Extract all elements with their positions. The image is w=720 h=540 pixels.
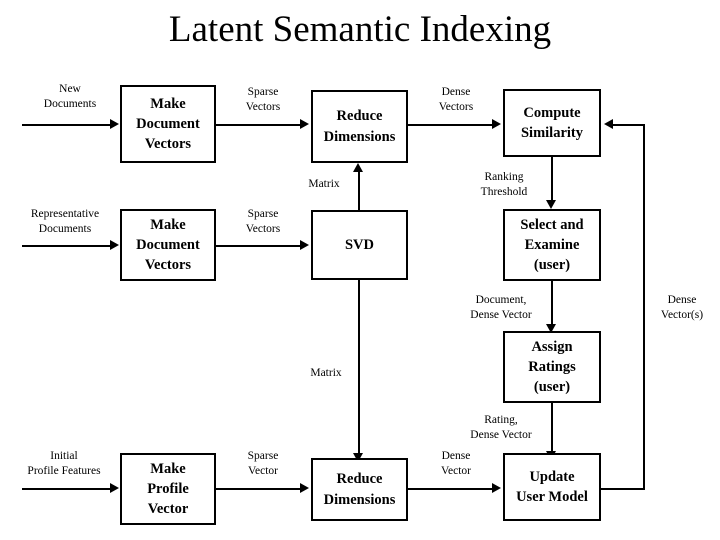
box-svd[interactable]: SVD: [311, 210, 408, 280]
edge-ranking-threshold-line: [551, 157, 553, 200]
edge-feedback-arrowhead: [604, 119, 613, 129]
edge-matrix-bottom-line: [358, 280, 360, 454]
edge-label-dense-vectors-top: Dense Vectors: [438, 86, 474, 113]
box-compute-similarity[interactable]: Compute Similarity: [503, 89, 601, 157]
edge-label-new-documents: New Documents: [43, 83, 97, 110]
box-assign-ratings[interactable]: Assign Ratings (user): [503, 331, 601, 403]
edge-initial-profile-features-arrowhead: [110, 483, 119, 493]
page-title: Latent Semantic Indexing: [168, 9, 552, 50]
edge-label-matrix-top: Matrix: [308, 178, 340, 190]
edge-label-dense-vectors-feedback: Dense Vector(s): [660, 294, 704, 321]
edge-label-representative-documents: Representative Documents: [30, 208, 100, 235]
edge-matrix-top-arrowhead: [353, 163, 363, 172]
edge-representative-documents-line: [22, 245, 112, 247]
edge-dense-vector-bottom-line: [408, 488, 494, 490]
box-reduce-dimensions-bottom[interactable]: Reduce Dimensions: [311, 458, 408, 521]
box-make-document-vectors-mid[interactable]: Make Document Vectors: [120, 209, 216, 281]
edge-dense-vectors-top-line: [408, 124, 494, 126]
edge-feedback-top-line: [613, 124, 645, 126]
edge-sparse-vector-bottom-arrowhead: [300, 483, 309, 493]
edge-representative-documents-arrowhead: [110, 240, 119, 250]
edge-document-dense-vector-arrowhead: [546, 324, 556, 333]
edge-label-sparse-vectors-mid: Sparse Vectors: [245, 208, 281, 235]
edge-label-rating-dense-vector: Rating, Dense Vector: [470, 414, 532, 441]
edge-dense-vector-bottom-arrowhead: [492, 483, 501, 493]
edge-label-ranking-threshold: Ranking Threshold: [480, 171, 528, 198]
edge-ranking-threshold-arrowhead: [546, 200, 556, 209]
edge-dense-vectors-top-arrowhead: [492, 119, 501, 129]
edge-label-matrix-bottom: Matrix: [310, 367, 342, 379]
box-update-user-model[interactable]: Update User Model: [503, 453, 601, 521]
edge-sparse-vectors-top-line: [216, 124, 302, 126]
edge-label-document-dense-vector: Document, Dense Vector: [470, 294, 532, 321]
edge-sparse-vectors-mid-line: [216, 245, 302, 247]
edge-label-dense-vector-bottom: Dense Vector: [440, 450, 471, 477]
edge-new-documents-line: [22, 124, 112, 126]
edge-rating-dense-vector-line: [551, 403, 553, 452]
edge-sparse-vector-bottom-line: [216, 488, 302, 490]
edge-sparse-vectors-mid-arrowhead: [300, 240, 309, 250]
box-reduce-dimensions-top[interactable]: Reduce Dimensions: [311, 90, 408, 163]
edge-document-dense-vector-line: [551, 281, 553, 325]
edge-matrix-top-line: [358, 172, 360, 210]
box-make-profile-vector[interactable]: Make Profile Vector: [120, 453, 216, 525]
edge-feedback-vertical-line: [643, 124, 645, 490]
edge-label-initial-profile-features: Initial Profile Features: [27, 450, 101, 477]
edge-initial-profile-features-line: [22, 488, 112, 490]
edge-feedback-bottom-line: [601, 488, 645, 490]
box-make-document-vectors-top[interactable]: Make Document Vectors: [120, 85, 216, 163]
edge-matrix-bottom-arrowhead: [353, 453, 363, 462]
edge-sparse-vectors-top-arrowhead: [300, 119, 309, 129]
edge-label-sparse-vector-bottom: Sparse Vector: [247, 450, 279, 477]
edge-new-documents-arrowhead: [110, 119, 119, 129]
box-select-and-examine[interactable]: Select and Examine (user): [503, 209, 601, 281]
edge-label-sparse-vectors-top: Sparse Vectors: [245, 86, 281, 113]
